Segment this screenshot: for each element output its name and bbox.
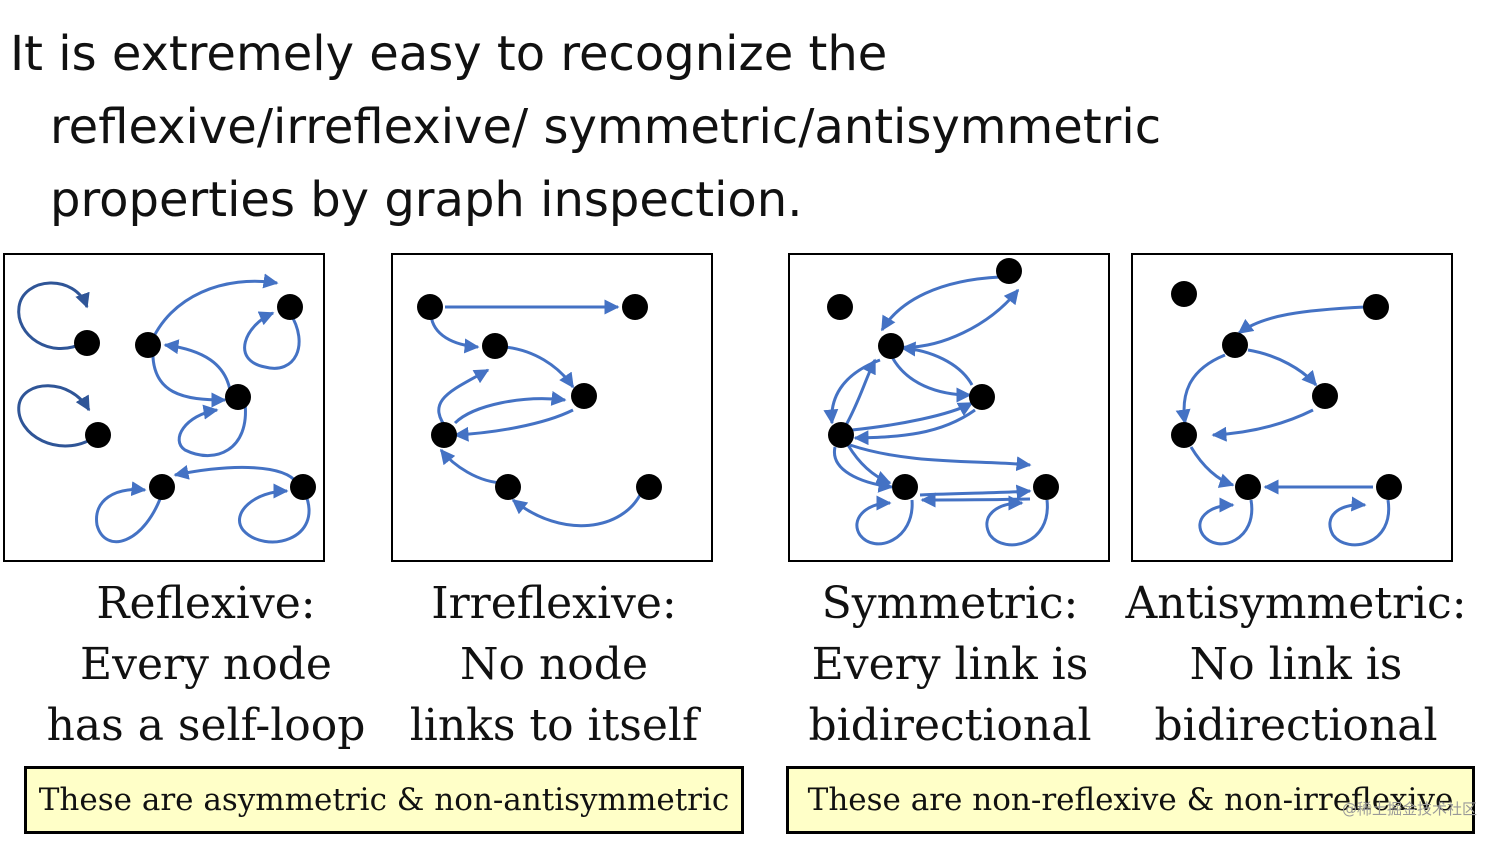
asymmetric-note-box: These are asymmetric & non-antisymmetric (24, 766, 744, 834)
bidirectional-edge (823, 358, 881, 425)
directed-edge (1211, 408, 1314, 442)
self-loop-edge (985, 495, 1049, 547)
self-loop-edge (95, 481, 165, 544)
self-loop-edge (17, 384, 96, 448)
caption-text: bidirectional (1154, 700, 1438, 751)
caption-heading: Irreflexive: (431, 578, 677, 629)
directed-edge (1237, 305, 1366, 335)
directed-edge (511, 492, 643, 528)
bidirectional-edge (846, 444, 892, 485)
bidirectional-edge (919, 484, 1032, 500)
graph-node (74, 330, 100, 356)
antisymmetric-caption: Antisymmetric: No link is bidirectional (1122, 573, 1470, 756)
graph-node (636, 474, 662, 500)
graph-node (277, 294, 303, 320)
reflexive-caption: Reflexive: Every node has a self-loop (40, 573, 372, 756)
directed-edge (151, 346, 227, 408)
title-line-3: properties by graph inspection. (50, 172, 803, 228)
symmetric-caption: Symmetric: Every link is bidirectional (780, 573, 1120, 756)
irreflexive-graph-panel (391, 253, 713, 562)
caption-heading: Reflexive: (96, 578, 316, 629)
graph-node (571, 383, 597, 409)
directed-edge (453, 408, 574, 442)
directed-edge (429, 314, 480, 354)
title-line-2: reflexive/irreflexive/ symmetric/antisym… (50, 99, 1162, 155)
graph-node (135, 332, 161, 358)
caption-text: No node (459, 639, 648, 690)
graph-node (878, 333, 904, 359)
graph-node (892, 474, 918, 500)
graph-node (417, 294, 443, 320)
bidirectional-edge (920, 492, 1031, 508)
antisymmetric-graph-panel (1131, 253, 1453, 562)
bidirectional-edge (843, 358, 877, 428)
graph-node (828, 422, 854, 448)
directed-edge (439, 448, 506, 485)
directed-edge (1189, 446, 1235, 488)
caption-text: Every node (80, 639, 332, 690)
directed-edge (1175, 353, 1226, 425)
slide-title: It is extremely easy to recognize the re… (10, 18, 1490, 237)
graph-node (431, 422, 457, 448)
antisymmetric-graph (1171, 281, 1402, 547)
bidirectional-edge (900, 341, 974, 386)
symmetric-graph (823, 258, 1059, 547)
directed-edge (453, 390, 567, 425)
graph-node (225, 384, 251, 410)
graph-node (996, 258, 1022, 284)
graph-node (1235, 474, 1261, 500)
non-reflexive-note-box: These are non-reflexive & non-irreflexiv… (786, 766, 1475, 834)
bidirectional-edge (833, 446, 894, 493)
graph-node (1171, 281, 1197, 307)
caption-text: bidirectional (808, 700, 1092, 751)
self-loop-edge (1198, 497, 1254, 546)
graph-node (1033, 474, 1059, 500)
graph-node (969, 384, 995, 410)
directed-edge (437, 368, 490, 431)
caption-text: Every link is (811, 639, 1089, 690)
self-loop-edge (238, 483, 311, 544)
irreflexive-graph (417, 294, 662, 528)
self-loop-edge (1328, 496, 1391, 547)
graph-node (149, 474, 175, 500)
directed-edge (163, 339, 232, 391)
bidirectional-edge (880, 275, 1001, 332)
reflexive-graph (17, 273, 316, 544)
graph-node (290, 474, 316, 500)
graph-node (85, 422, 111, 448)
bidirectional-edge (853, 408, 976, 446)
symmetric-graph-panel (788, 253, 1110, 562)
graph-node (1222, 332, 1248, 358)
directed-edge (504, 345, 575, 389)
graph-node (482, 333, 508, 359)
graph-node (827, 294, 853, 320)
self-loop-edge (855, 495, 914, 546)
graph-node (1363, 294, 1389, 320)
directed-edge (148, 273, 279, 346)
directed-edge (173, 465, 299, 484)
graph-node (1312, 383, 1338, 409)
caption-heading: Symmetric: (821, 578, 1079, 629)
caption-heading: Antisymmetric: (1125, 578, 1467, 629)
graph-node (1171, 422, 1197, 448)
caption-text: No link is (1189, 639, 1403, 690)
graph-node (495, 474, 521, 500)
caption-text: has a self-loop (46, 700, 366, 751)
watermark-text: @稀土掘金技术社区 (1341, 800, 1477, 818)
self-loop-edge (177, 402, 247, 458)
graph-node (622, 294, 648, 320)
title-line-1: It is extremely easy to recognize the (10, 26, 888, 82)
bidirectional-edge (849, 443, 1032, 472)
caption-text: links to itself (409, 700, 699, 751)
self-loop-edge (243, 311, 301, 370)
reflexive-graph-panel (3, 253, 325, 562)
irreflexive-caption: Irreflexive: No node links to itself (388, 573, 720, 756)
bidirectional-edge (888, 352, 972, 403)
bidirectional-edge (851, 401, 974, 432)
graph-node (1376, 474, 1402, 500)
self-loop-edge (17, 281, 90, 350)
directed-edge (1247, 348, 1318, 387)
